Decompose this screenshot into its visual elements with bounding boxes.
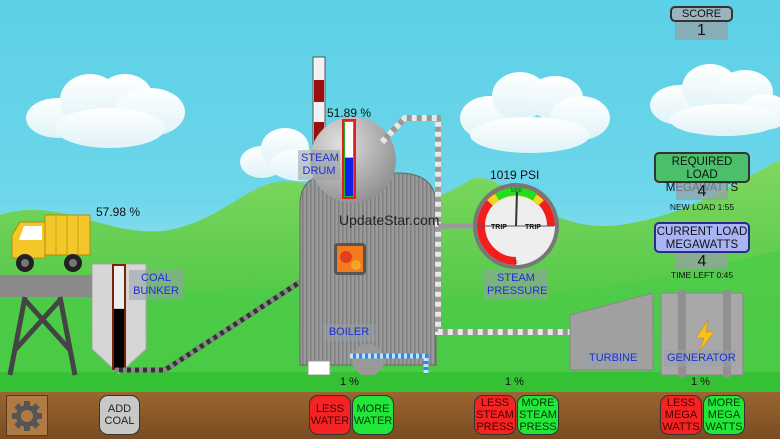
more-steam-line1: MORE: [521, 397, 555, 409]
coal-bunker-label: COAL BUNKER: [129, 270, 183, 300]
steam-pressure-reading: 1019 PSI: [490, 168, 540, 182]
less-water-line2: WATER: [310, 415, 350, 427]
steam-drum-label: STEAM DRUM: [298, 150, 340, 180]
more-mw-line1: MORE: [707, 397, 741, 409]
steam-pressure-gauge: 1000 0 TRIP TRIP: [473, 183, 559, 269]
dump-truck-icon: [11, 214, 91, 272]
less-mw-line1: LESS: [666, 397, 696, 409]
current-load-line1: CURRENT LOAD: [656, 226, 748, 238]
more-mw-line2: MEGA: [707, 409, 741, 421]
gauge-trip-left: TRIP: [491, 224, 507, 231]
required-load-line1: REQUIRED LOAD: [671, 156, 733, 181]
trestle-deck: [0, 275, 95, 297]
boiler: [299, 172, 437, 375]
gauge-trip-right: TRIP: [525, 224, 541, 231]
steam-rate: 1 %: [505, 376, 524, 388]
coal-truck-and-trestle: [0, 214, 95, 376]
score-label: SCORE: [670, 6, 733, 22]
turbine-label: TURBINE: [586, 350, 638, 367]
trestle-legs: [7, 296, 78, 376]
less-steam-line1: LESS: [480, 397, 510, 409]
generator-label: GENERATOR: [664, 350, 736, 367]
gauge-bottom-label: 0: [515, 260, 518, 266]
current-load-header: CURRENT LOAD MEGAWATTS: [654, 222, 750, 253]
water-inlet-pipe: [350, 353, 429, 374]
coal-bunker-label-line1: COAL: [141, 272, 171, 284]
smokestack: [312, 56, 326, 146]
water-rate: 1 %: [340, 376, 359, 388]
add-coal-line2: COAL: [104, 415, 135, 427]
settings-button[interactable]: [6, 395, 48, 436]
new-load-timer: NEW LOAD 1:55: [669, 202, 735, 212]
more-water-line2: WATER: [353, 415, 393, 427]
required-load-value: 4: [676, 183, 728, 200]
less-water-line1: LESS: [315, 403, 345, 415]
steam-drum: [310, 117, 396, 203]
grass-strip: [0, 372, 780, 394]
gear-icon: [12, 401, 42, 431]
required-load-header: REQUIRED LOAD MEGAWATTS: [654, 152, 750, 194]
current-load-line2: MEGAWATTS: [665, 239, 739, 251]
less-steam-line2: STEAM: [476, 409, 514, 421]
coal-bunker-percent: 57.98 %: [96, 205, 141, 219]
current-load-value: 4: [676, 253, 728, 270]
steam-drum-percent: 51.89 %: [327, 106, 372, 120]
coal-conveyor: [115, 279, 302, 373]
more-steam-line3: PRESS: [519, 421, 557, 433]
more-steam-line2: STEAM: [519, 409, 557, 421]
coal-level-fill: [114, 308, 124, 368]
steam-pressure-label-line2: PRESSURE: [487, 285, 548, 297]
gauge-top-label: 1000: [510, 188, 521, 194]
less-mw-line2: MEGA: [664, 409, 698, 421]
steam-drum-label-line2: DRUM: [302, 165, 336, 177]
more-mw-line3: WATTS: [705, 421, 743, 433]
coal-bunker-label-line2: BUNKER: [133, 285, 179, 297]
less-steam-line3: PRESS: [476, 421, 514, 433]
score-value: 1: [675, 22, 728, 40]
cloud: [650, 64, 780, 136]
watermark: UpdateStar.com: [339, 212, 440, 228]
steam-pressure-label-line1: STEAM: [497, 272, 535, 284]
cloud: [460, 72, 610, 153]
less-mw-line3: WATTS: [662, 421, 700, 433]
steam-pressure-label: STEAM PRESSURE: [484, 270, 548, 300]
time-left-timer: TIME LEFT 0:45: [670, 270, 734, 280]
megawatts-rate: 1 %: [691, 376, 710, 388]
gauge-needle: [515, 191, 518, 227]
add-coal-line1: ADD: [107, 403, 132, 415]
boiler-label: BOILER: [323, 324, 375, 341]
drum-level-fill: [345, 157, 353, 196]
more-water-line1: MORE: [356, 403, 390, 415]
steam-drum-label-line1: STEAM: [301, 152, 339, 164]
cloud: [26, 74, 185, 148]
